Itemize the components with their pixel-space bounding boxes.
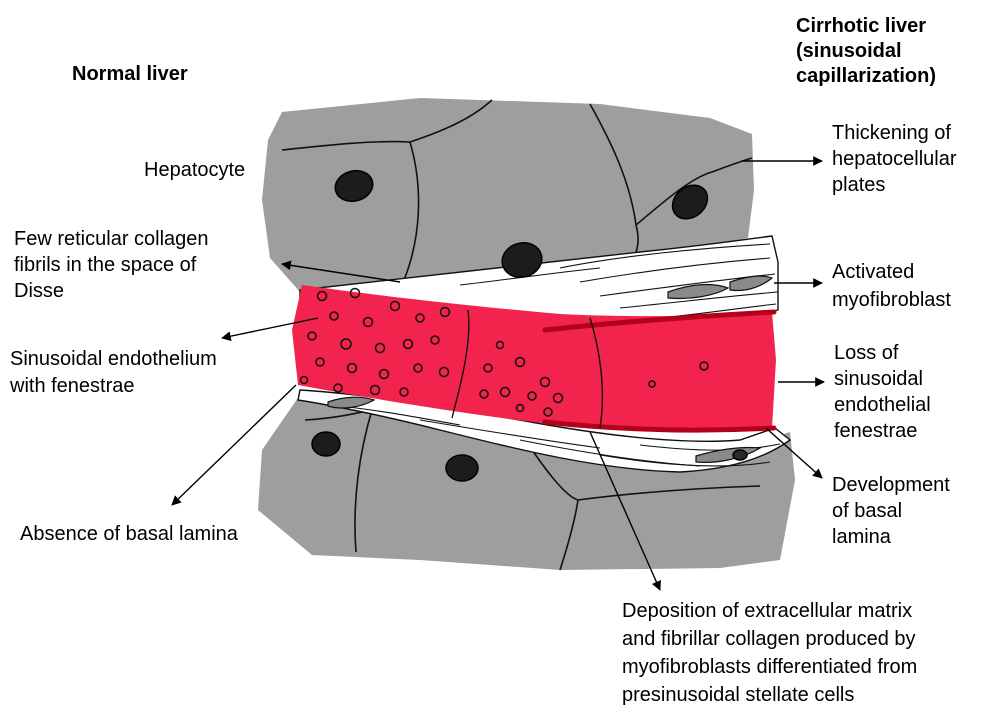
label-few-reticular-collagen: Few reticular collagen fibrils in the sp… xyxy=(14,226,209,304)
label-loss-fenestrae: Loss of sinusoidal endothelial fenestrae xyxy=(834,340,931,444)
label-deposition-ecm: Deposition of extracellular matrix and f… xyxy=(622,597,917,709)
label-development-basal-lamina: Development of basal lamina xyxy=(832,472,950,550)
title-normal-liver: Normal liver xyxy=(72,62,188,86)
label-absence-basal-lamina: Absence of basal lamina xyxy=(20,522,238,546)
label-activated-myofibroblast: Activated myofibroblast xyxy=(832,258,951,314)
label-thickening-plates: Thickening of hepatocellular plates xyxy=(832,120,957,198)
label-hepatocyte: Hepatocyte xyxy=(144,158,245,182)
title-cirrhotic-liver: Cirrhotic liver (sinusoidal capillarizat… xyxy=(796,14,936,89)
label-sinusoidal-endothelium: Sinusoidal endothelium with fenestrae xyxy=(10,346,217,400)
